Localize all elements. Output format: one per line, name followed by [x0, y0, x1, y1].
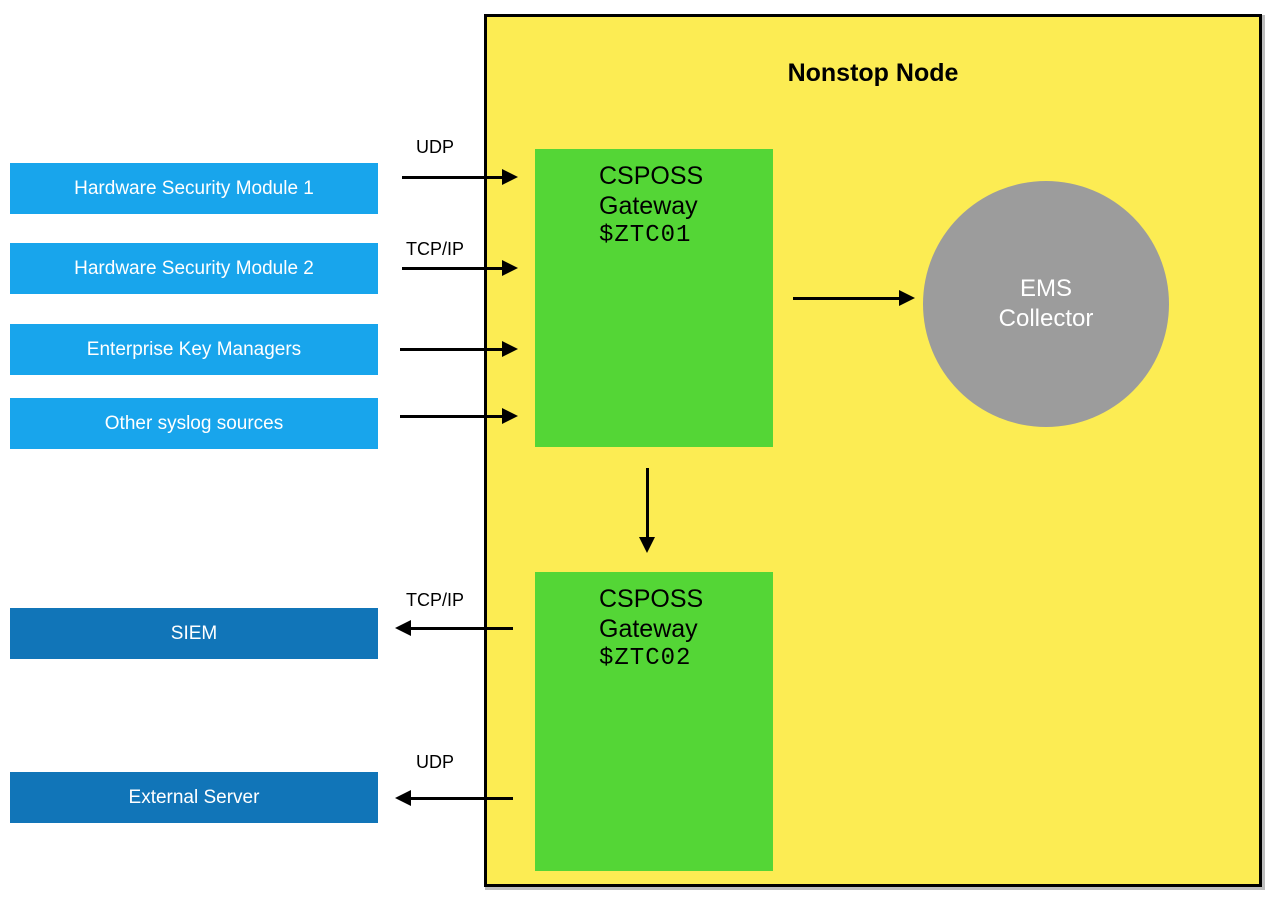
- csposs-gateway-2-box: CSPOSS Gateway $ZTC02: [535, 572, 773, 871]
- arrow-head-left-icon: [395, 620, 411, 636]
- arrow-head-right-icon: [502, 341, 518, 357]
- csposs-gateway-1-box: CSPOSS Gateway $ZTC01: [535, 149, 773, 447]
- arrow-head-right-icon: [502, 408, 518, 424]
- arrow-shaft: [402, 176, 505, 179]
- source-label: Enterprise Key Managers: [86, 338, 302, 360]
- destination-label: External Server: [128, 786, 260, 808]
- arrow-shaft: [400, 348, 505, 351]
- gateway-2-process-name: $ZTC02: [599, 645, 692, 672]
- ems-collector-line2: Collector: [998, 305, 1094, 332]
- arrow-head-left-icon: [395, 790, 411, 806]
- arrow-shaft: [793, 297, 902, 300]
- gateway-1-process-name: $ZTC01: [599, 222, 692, 249]
- ems-collector-circle: EMS Collector: [923, 181, 1169, 427]
- protocol-label-udp-in: UDP: [415, 137, 454, 157]
- destination-label: SIEM: [170, 622, 218, 644]
- protocol-label-tcpip-out: TCP/IP: [405, 590, 464, 610]
- protocol-label-tcpip-in: TCP/IP: [405, 239, 464, 259]
- gateway-2-name-line1: CSPOSS: [599, 585, 704, 613]
- ems-collector-line1: EMS: [1019, 275, 1072, 302]
- gateway-1-name-line2: Gateway: [599, 192, 698, 220]
- nonstop-node-title: Nonstop Node: [787, 59, 959, 87]
- source-label: Other syslog sources: [104, 412, 284, 434]
- arrow-head-right-icon: [899, 290, 915, 306]
- csposs-gateway-2-text: CSPOSS Gateway $ZTC02: [535, 572, 773, 674]
- source-box-other-syslog-sources: Other syslog sources: [10, 398, 378, 449]
- destination-box-siem: SIEM: [10, 608, 378, 659]
- source-label: Hardware Security Module 1: [74, 177, 314, 199]
- source-box-hardware-security-module-2: Hardware Security Module 2: [10, 243, 378, 294]
- source-label: Hardware Security Module 2: [74, 257, 314, 279]
- gateway-1-name-line1: CSPOSS: [599, 162, 704, 190]
- arrow-head-down-icon: [639, 537, 655, 553]
- arrow-head-right-icon: [502, 260, 518, 276]
- destination-box-external-server: External Server: [10, 772, 378, 823]
- arrow-shaft: [402, 267, 505, 270]
- arrow-shaft: [408, 797, 513, 800]
- source-box-hardware-security-module-1: Hardware Security Module 1: [10, 163, 378, 214]
- protocol-label-udp-out: UDP: [415, 752, 454, 772]
- arrow-shaft: [400, 415, 505, 418]
- gateway-2-name-line2: Gateway: [599, 615, 698, 643]
- arrow-shaft: [408, 627, 513, 630]
- arrow-head-right-icon: [502, 169, 518, 185]
- csposs-gateway-1-text: CSPOSS Gateway $ZTC01: [535, 149, 773, 251]
- arrow-shaft: [646, 468, 649, 540]
- source-box-enterprise-key-managers: Enterprise Key Managers: [10, 324, 378, 375]
